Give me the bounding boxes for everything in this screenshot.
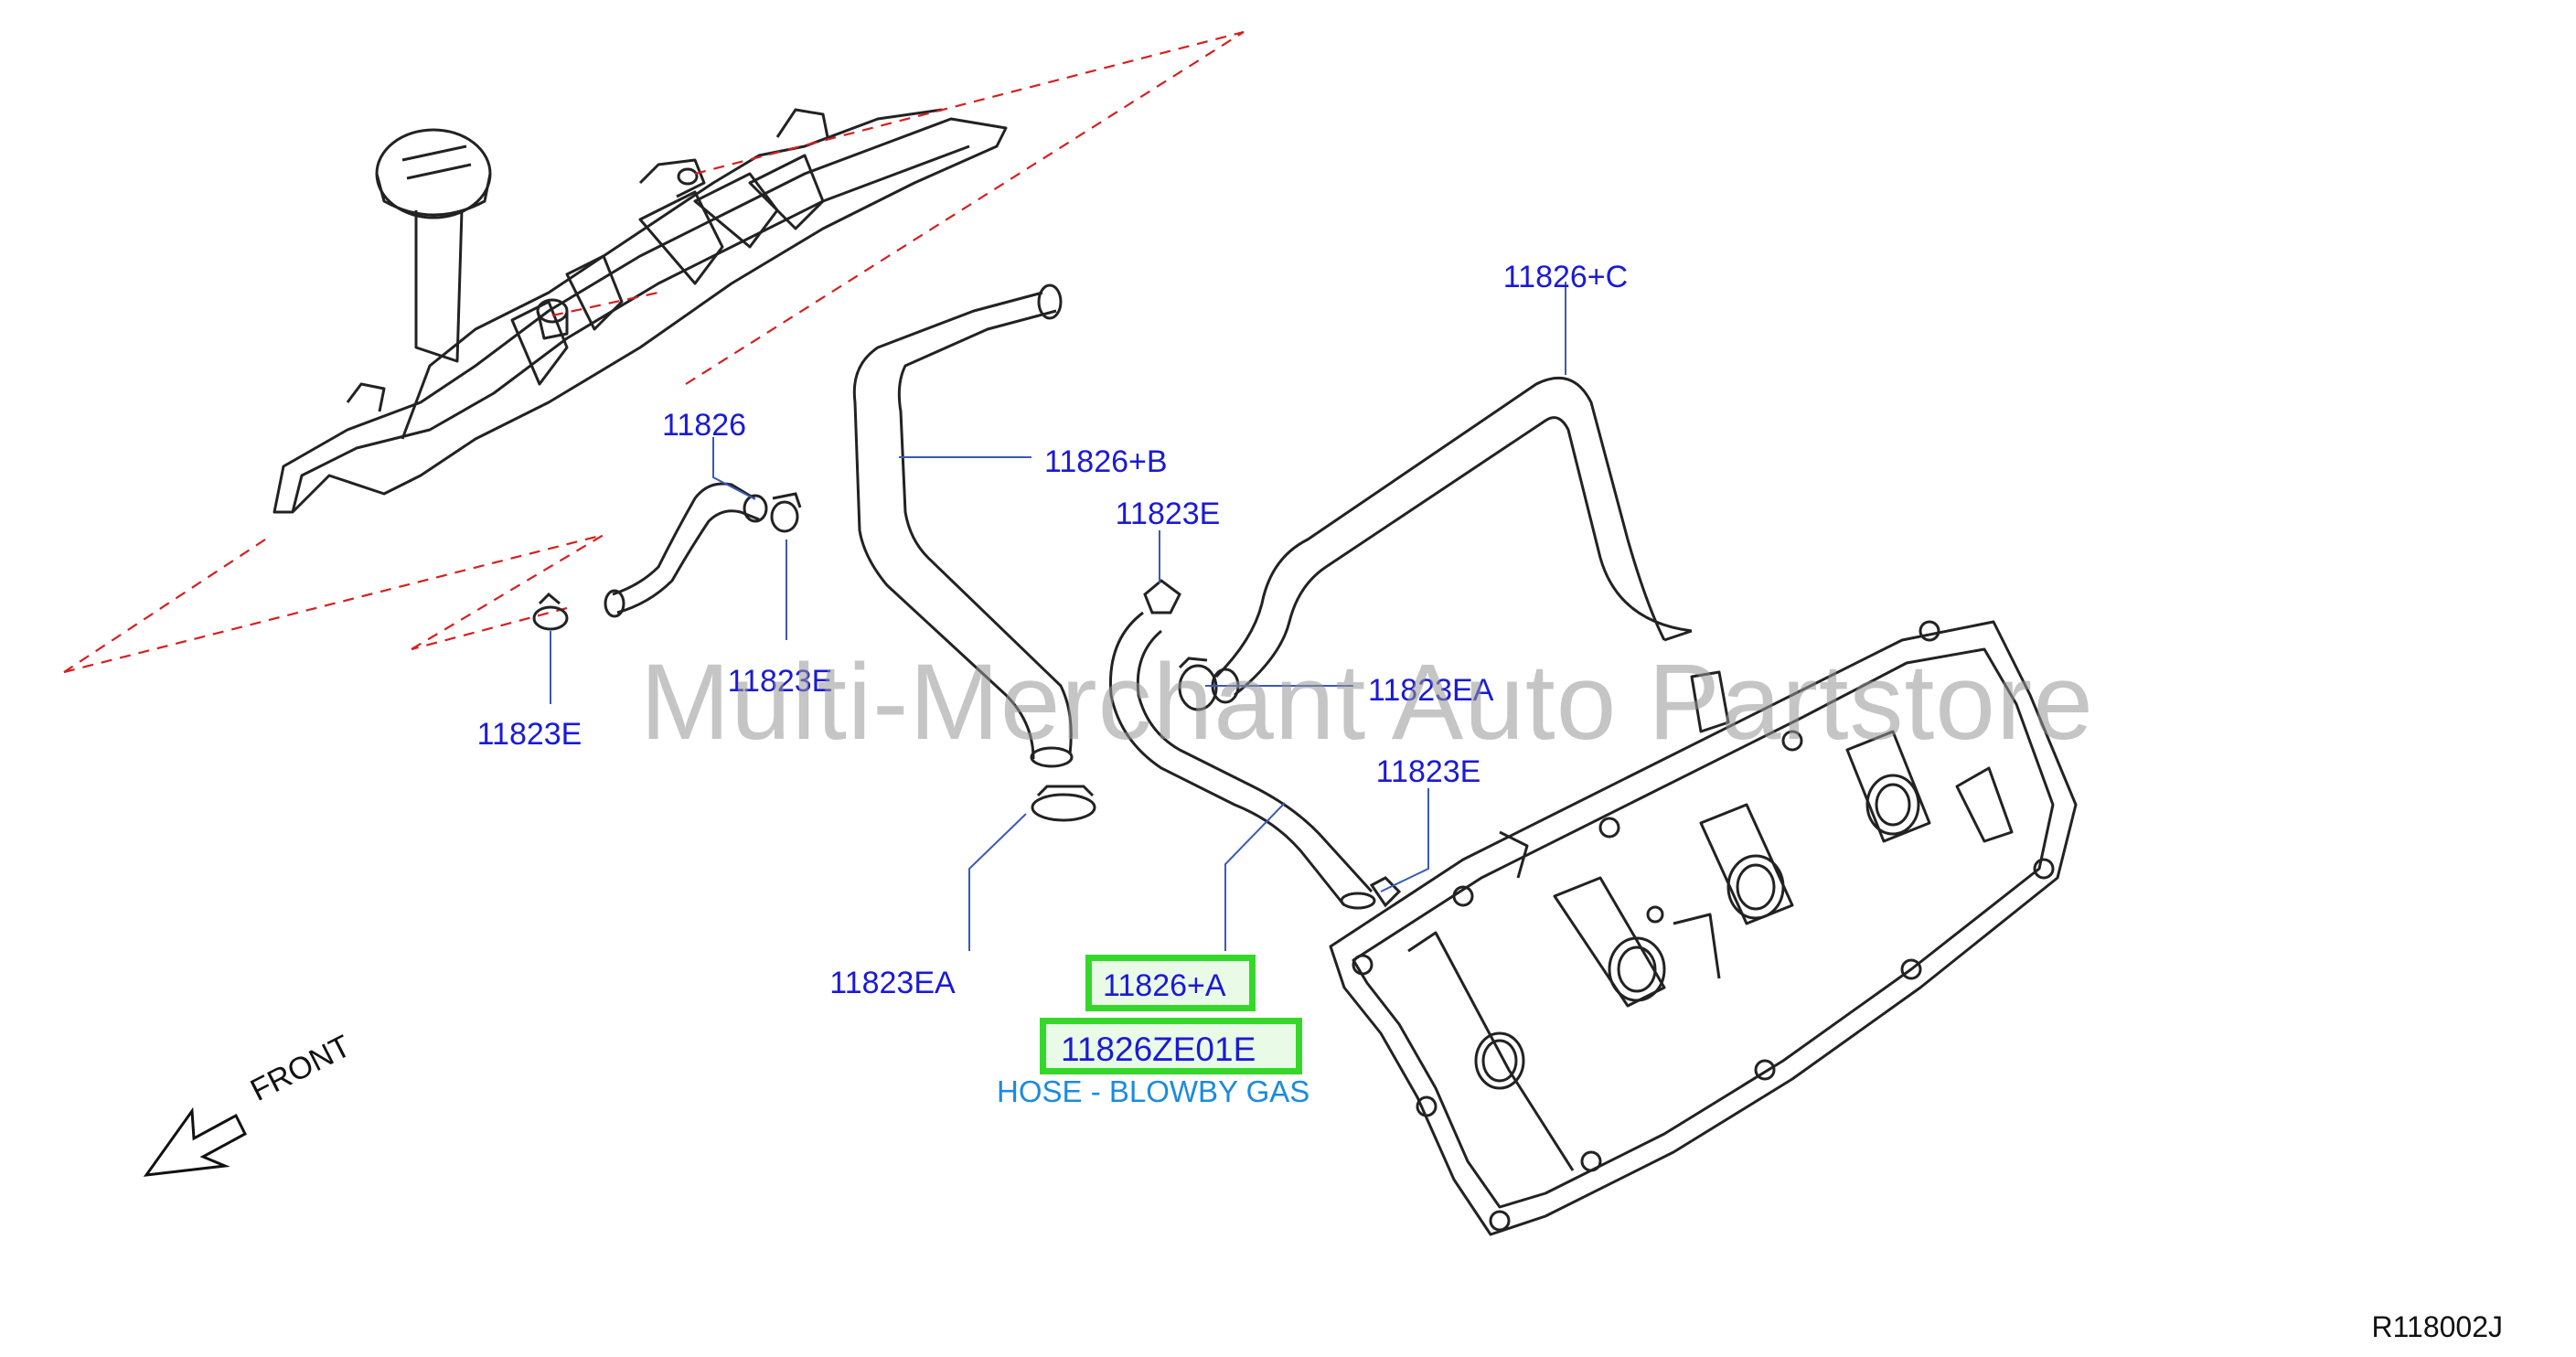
- left-valve-cover: [273, 108, 1008, 514]
- clamp-11823ea-bottom: [1031, 785, 1096, 822]
- reference-code: R118002J: [2371, 1310, 2503, 1343]
- clamp-11823e-right: [1369, 876, 1402, 908]
- callout-11823e-left: 11823E: [476, 717, 583, 752]
- callout-11826-b: 11826+B: [1044, 444, 1168, 479]
- hose-11826-b: [852, 283, 1074, 768]
- plug-hole-3: [1726, 854, 1785, 920]
- selected-part-description: HOSE - BLOWBY GAS: [997, 1074, 1310, 1108]
- bolt-bosses: [1352, 620, 2055, 1232]
- callout-11823e-upper: 11823E: [727, 664, 833, 699]
- selected-part-number-highlight[interactable]: 11826ZE01E: [1040, 1018, 1302, 1074]
- clamp-11823ea-right: [1178, 657, 1218, 711]
- callout-leaders: [550, 282, 1566, 951]
- dashed-leaders: [63, 30, 1245, 674]
- plug-hole-1: [1474, 1031, 1525, 1090]
- selected-part-number: 11826ZE01E: [1061, 1031, 1256, 1068]
- right-valve-cover: [1329, 620, 2078, 1236]
- callout-11823ea-bottom: 11823EA: [829, 966, 956, 1000]
- callout-11826-c: 11826+C: [1502, 260, 1629, 294]
- callout-11826-a: 11826+A: [1103, 968, 1226, 1003]
- clamp-11823e-upper-small: [770, 492, 802, 533]
- callout-11823e-right: 11823E: [1375, 754, 1481, 789]
- plug-hole-2: [1608, 936, 1666, 1002]
- hose-11826: [604, 482, 768, 618]
- callout-11826: 11826: [661, 408, 747, 443]
- callout-11826-a-highlight[interactable]: 11826+A: [1085, 955, 1256, 1011]
- clamp-11823e-mid: [1143, 579, 1181, 614]
- callout-11823ea-right: 11823EA: [1368, 673, 1494, 708]
- hose-11826-a: [1108, 611, 1376, 910]
- callout-11823e-mid: 11823E: [1115, 497, 1221, 531]
- clamp-11823e-left: [532, 592, 569, 631]
- watermark: Multi-Merchant Auto Partstore: [640, 642, 2094, 763]
- front-arrow-icon: [143, 1106, 247, 1177]
- plug-hole-4: [1865, 774, 1920, 836]
